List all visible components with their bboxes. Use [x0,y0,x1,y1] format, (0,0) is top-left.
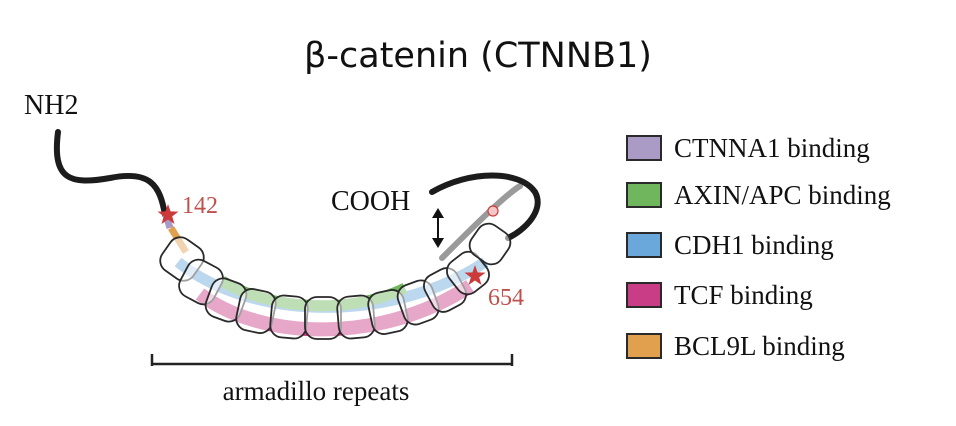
legend-item-bcl9l: BCL9L binding [626,330,946,362]
c-terminal-tail [429,172,541,241]
armadillo-repeats-label: armadillo repeats [223,376,410,406]
legend-swatch [626,333,662,359]
c-terminal-tail-alt [439,183,523,261]
legend-item-tcf: TCF binding [626,279,946,311]
legend-item-axin-apc: AXIN/APC binding [626,179,946,211]
cooh-label: COOH [331,186,410,217]
legend-item-cdh1: CDH1 binding [626,229,946,261]
legend-swatch [626,135,662,161]
armadillo-repeats [159,222,512,340]
legend-item-ctnna1: CTNNA1 binding [626,132,946,164]
c-terminal-site-mark [487,205,499,217]
nh2-label: NH2 [24,90,78,121]
site-654-label: 654 [488,285,524,311]
site-142-label: 142 [182,193,218,219]
legend-label: BCL9L binding [674,331,845,361]
legend-swatch [626,282,662,308]
repeat-unit [468,222,512,266]
armadillo-bracket [150,354,514,366]
double-arrow-icon [432,208,444,248]
legend-label: TCF binding [674,280,813,310]
repeat-unit [304,296,342,340]
legend-label: AXIN/APC binding [674,180,891,210]
legend-swatch [626,182,662,208]
diagram-title: β-catenin (CTNNB1) [304,36,652,76]
legend-swatch [626,232,662,258]
site-142-star [157,204,179,224]
legend-label: CTNNA1 binding [674,133,870,163]
repeat-unit [269,294,309,340]
site-654-star [464,265,486,285]
legend-label: CDH1 binding [674,230,834,260]
n-terminal-tail [53,129,168,218]
